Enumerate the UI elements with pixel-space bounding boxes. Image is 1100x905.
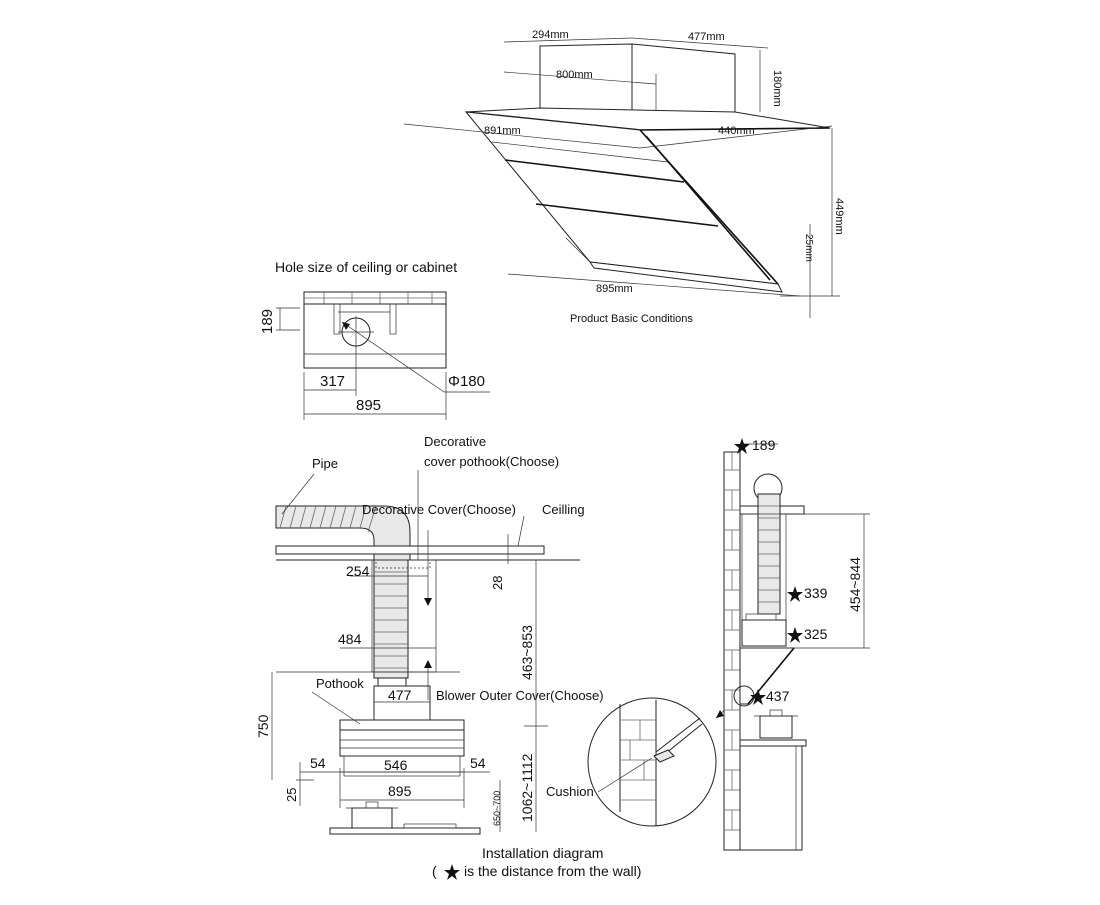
dim-54a: 54 [310, 755, 326, 771]
side-motor [741, 619, 787, 647]
cushion-piece [653, 749, 675, 763]
dim-650-700: 650~700 [492, 791, 502, 826]
side-cabinet [739, 745, 803, 851]
stove-top [329, 827, 481, 835]
hole-dim-317: 317 [320, 373, 345, 390]
dim-546: 546 [384, 757, 408, 773]
dim-top-width: 477mm [688, 31, 725, 43]
dim-panel-width: 891mm [484, 125, 521, 137]
pipe-vertical [373, 559, 409, 679]
star-icon-189 [734, 438, 750, 454]
star-icon [444, 864, 460, 880]
hole-dim-phi: Φ180 [448, 373, 485, 390]
label-decorative-pothook-2: cover pothook(Choose) [424, 454, 559, 469]
side-dim-325: 325 [804, 626, 828, 642]
star-icon-339 [787, 586, 803, 602]
dim-total-height: 449mm [833, 198, 845, 235]
side-dim-454-844: 454~844 [847, 557, 863, 612]
dim-bottom-width: 895mm [596, 283, 633, 295]
dim-1062-1112: 1062~1112 [519, 753, 535, 822]
label-decorative-cover: Decorative Cover(Choose) [362, 502, 516, 517]
label-pothook: Pothook [316, 676, 364, 691]
hole-view: Hole size of ceiling or cabinet 189 317 … [259, 259, 490, 420]
star-icon-325 [787, 627, 803, 643]
hood-body [339, 729, 465, 757]
install-view: Decorative cover pothook(Choose) Pipe De… [255, 434, 641, 880]
label-pipe: Pipe [312, 456, 338, 471]
dim-477: 477 [388, 687, 412, 703]
ceiling-slab [275, 545, 545, 555]
install-note-text: is the distance from the wall) [464, 863, 641, 879]
dim-895: 895 [388, 783, 412, 799]
bottom-lip [588, 261, 783, 293]
side-dim-189: 189 [752, 437, 776, 453]
dim-inner-width: 800mm [556, 69, 593, 81]
hood-top [339, 719, 465, 731]
dim-750: 750 [255, 714, 271, 738]
stove-pot [351, 807, 393, 829]
chimney-box [539, 43, 736, 113]
dim-254: 254 [346, 563, 370, 579]
dim-54b: 54 [470, 755, 486, 771]
dim-top-height: 180mm [771, 70, 783, 107]
zoom-circle [587, 697, 717, 827]
label-cushion: Cushion [546, 784, 594, 799]
label-decorative-pothook: Decorative [424, 434, 486, 449]
side-dim-339: 339 [804, 585, 828, 601]
dim-28: 28 [490, 576, 505, 590]
dim-bottom-lip: 25mm [803, 234, 814, 262]
dim-484: 484 [338, 631, 362, 647]
hole-dim-895: 895 [356, 397, 381, 414]
side-view: 189 339 325 437 454~844 [723, 437, 870, 851]
hole-cabinet [303, 303, 447, 369]
side-dim-437: 437 [766, 688, 790, 704]
install-note-open: ( [432, 863, 437, 879]
blower-box [373, 685, 431, 721]
hole-dim-189: 189 [259, 309, 276, 334]
install-caption: Installation diagram [482, 845, 603, 861]
dim-25: 25 [284, 788, 299, 802]
dim-top-depth: 294mm [532, 29, 569, 41]
label-ceiling: Ceilling [542, 502, 585, 517]
cushion-detail [587, 693, 743, 827]
product-caption: Product Basic Conditions [570, 313, 693, 325]
star-icon-437 [750, 689, 766, 705]
dim-panel-depth: 440mm [718, 125, 755, 137]
product-view: 294mm 477mm 800mm 180mm 891mm 440mm 449m… [403, 29, 845, 325]
hole-title: Hole size of ceiling or cabinet [275, 259, 457, 275]
label-blower-cover: Blower Outer Cover(Choose) [436, 688, 604, 703]
dim-463-853: 463~853 [519, 625, 535, 680]
side-pot [759, 715, 793, 739]
